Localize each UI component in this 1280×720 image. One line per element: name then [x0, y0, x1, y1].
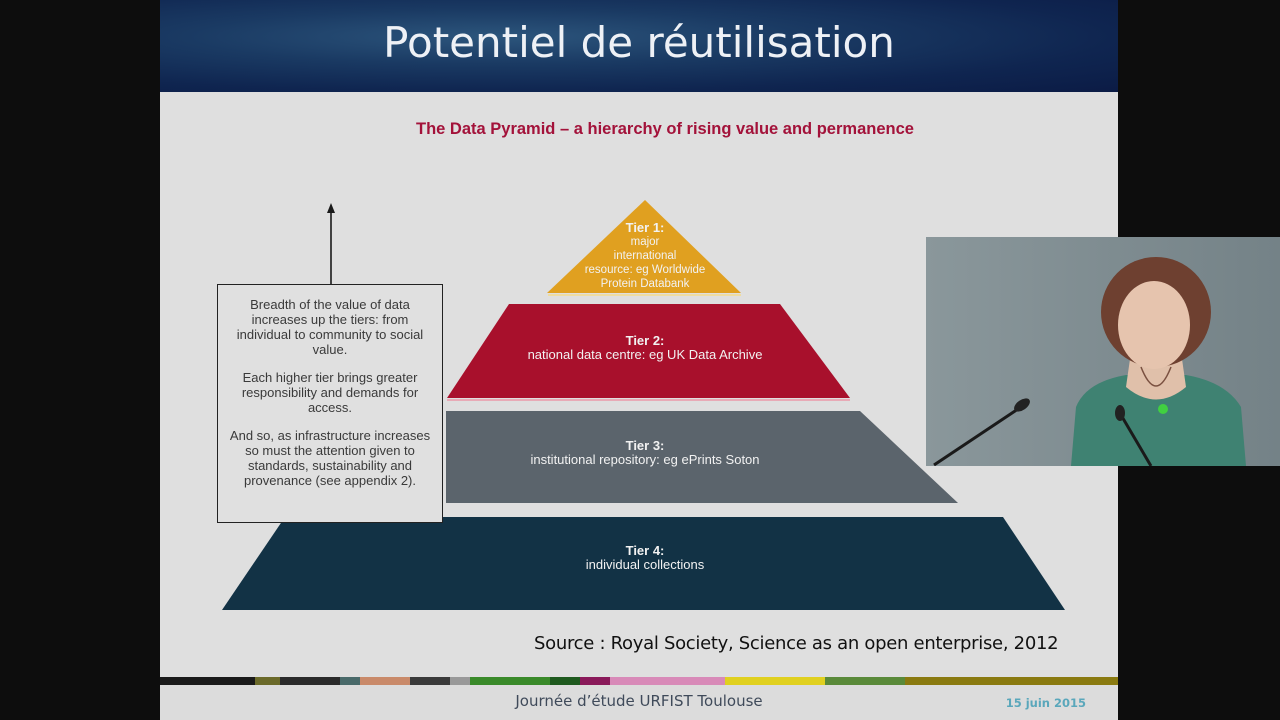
arrow-up-icon	[327, 203, 335, 213]
tier-4-label: Tier 4: individual collections	[585, 543, 705, 572]
tier-1-label: Tier 1: major international resource: eg…	[584, 220, 706, 291]
explanation-paragraph-2: Each higher tier brings greater responsi…	[241, 370, 419, 415]
microphone-left	[933, 403, 1025, 466]
microphone-center	[1119, 414, 1153, 466]
necklace-pendant	[1158, 404, 1168, 414]
speaker-face	[1118, 281, 1190, 369]
event-name: Journée d’étude URFIST Toulouse	[515, 692, 763, 710]
slide-title: Potentiel de réutilisation	[383, 18, 895, 67]
explanation-box: Breadth of the value of data increases u…	[217, 284, 443, 523]
tier-3-shape	[446, 411, 958, 503]
pyramid-title: The Data Pyramid – a hierarchy of rising…	[416, 120, 914, 138]
speaker-body	[1071, 375, 1246, 466]
explanation-paragraph-1: Breadth of the value of data increases u…	[236, 297, 424, 357]
speaker-video-overlay	[926, 237, 1280, 466]
tier-1-shape	[547, 200, 741, 293]
tier-4-shape	[222, 517, 1065, 610]
event-date: 15 juin 2015	[1005, 696, 1086, 710]
tier-2-shape	[447, 304, 850, 398]
slide-footer: Journée d’étude URFIST Toulouse 15 juin …	[160, 685, 1118, 720]
slide-title-bar: Potentiel de réutilisation	[160, 0, 1118, 92]
data-pyramid	[222, 200, 1065, 610]
speaker-video-image	[926, 237, 1280, 466]
decorative-color-strip	[160, 677, 1118, 685]
explanation-paragraph-3: And so, as infrastructure increases so m…	[229, 428, 431, 488]
source-citation: Source : Royal Society, Science as an op…	[534, 633, 1059, 654]
tier-3-label: Tier 3: institutional repository: eg ePr…	[530, 438, 760, 467]
tier-2-label: Tier 2: national data centre: eg UK Data…	[527, 333, 763, 362]
